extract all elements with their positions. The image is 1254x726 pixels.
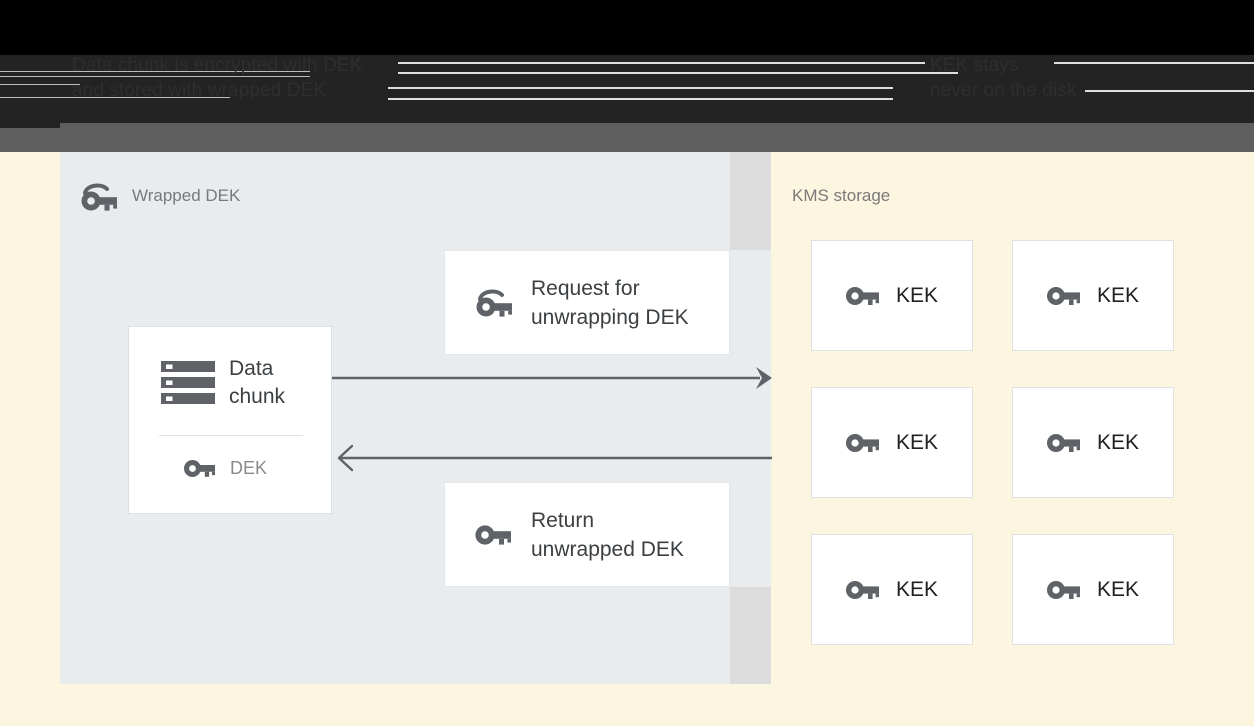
- request-unwrap-label: Request for unwrapping DEK: [531, 276, 689, 329]
- kek-card[interactable]: KEK: [1012, 240, 1174, 351]
- kek-grid: KEK KEK: [811, 240, 1174, 645]
- key-icon: [1046, 579, 1081, 601]
- return-unwrapped-card[interactable]: Return unwrapped DEK: [444, 482, 730, 587]
- chrome-heading-right: KEK stays never on the disk: [930, 55, 1077, 101]
- arrow-return-from-kms: [337, 444, 772, 472]
- kek-card[interactable]: KEK: [1012, 534, 1174, 645]
- wrapped-key-icon: [80, 182, 120, 212]
- chrome-streak: [0, 97, 230, 98]
- kek-label: KEK: [1096, 283, 1140, 307]
- data-chunk-label: Data chunk: [229, 357, 286, 408]
- chrome-gray-band: [0, 123, 1254, 152]
- chrome-streak: [0, 71, 310, 72]
- chrome-streak: [1085, 90, 1254, 92]
- chrome-streak: [0, 76, 310, 77]
- kek-card[interactable]: KEK: [811, 387, 973, 498]
- chrome-streak: [388, 87, 893, 89]
- chrome-streak: [398, 62, 925, 64]
- panel-edge-shade: [730, 587, 771, 684]
- kek-card[interactable]: KEK: [811, 534, 973, 645]
- kek-label: KEK: [895, 283, 939, 307]
- kek-label: KEK: [895, 430, 939, 454]
- chrome-dark-band: [0, 55, 1254, 123]
- data-chunk-divider: [159, 435, 303, 436]
- key-icon: [845, 285, 880, 307]
- key-icon: [845, 579, 880, 601]
- chrome-streak: [1054, 62, 1254, 64]
- request-unwrap-card[interactable]: Request for unwrapping DEK: [444, 250, 730, 355]
- dek-label: DEK: [230, 458, 268, 478]
- chrome-heading-left: Data chunk is encrypted with DEK and sto…: [72, 55, 363, 101]
- chrome-streak: [388, 98, 893, 100]
- chrome-black-band: [0, 0, 1254, 55]
- kms-panel-title: KMS storage: [792, 186, 891, 205]
- arrow-request-to-kms: [332, 367, 772, 389]
- kek-card[interactable]: KEK: [1012, 387, 1174, 498]
- kek-card[interactable]: KEK: [811, 240, 973, 351]
- key-icon: [184, 458, 216, 479]
- storage-server-icon: [161, 359, 215, 407]
- chrome-gray-notch: [0, 123, 60, 128]
- key-icon: [845, 432, 880, 454]
- storage-panel-title: Wrapped DEK: [132, 186, 241, 205]
- data-chunk-card[interactable]: Data chunk DEK: [128, 326, 332, 514]
- data-chunk-main-row: Data chunk: [161, 355, 285, 411]
- wrapped-key-icon: [475, 288, 515, 318]
- chrome-streak: [398, 72, 958, 74]
- key-icon: [475, 523, 515, 547]
- kms-storage-panel: KMS storage KEK: [775, 152, 1254, 684]
- chrome-streak: [0, 84, 80, 85]
- return-unwrapped-label: Return unwrapped DEK: [531, 508, 684, 561]
- panel-edge-shade: [730, 152, 771, 250]
- kek-label: KEK: [895, 577, 939, 601]
- kek-label: KEK: [1096, 577, 1140, 601]
- data-chunk-dek-row: DEK: [184, 457, 267, 479]
- kek-label: KEK: [1096, 430, 1140, 454]
- key-icon: [1046, 432, 1081, 454]
- key-icon: [1046, 285, 1081, 307]
